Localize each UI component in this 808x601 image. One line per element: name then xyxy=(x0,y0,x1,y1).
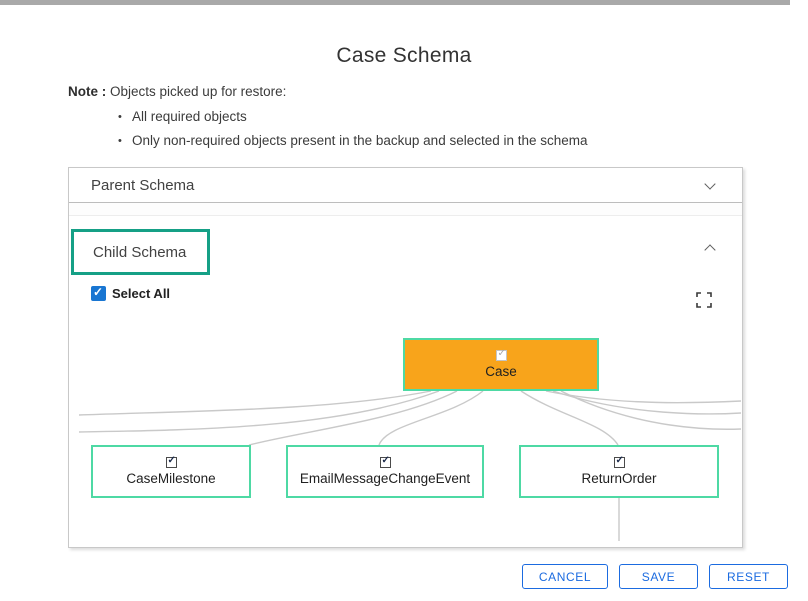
diagram-node-returnorder[interactable]: ReturnOrder xyxy=(519,445,719,498)
accordion-parent-schema[interactable]: Parent Schema xyxy=(69,168,742,203)
chevron-down-icon[interactable] xyxy=(704,178,716,190)
case-node-label: Case xyxy=(485,364,517,379)
save-button[interactable]: SAVE xyxy=(619,564,698,589)
note-bullet-2: Only non-required objects present in the… xyxy=(118,133,728,150)
page-title: Case Schema xyxy=(336,44,472,67)
cancel-button[interactable]: CANCEL xyxy=(522,564,608,589)
casemilestone-checkbox[interactable] xyxy=(165,455,177,468)
select-all-checkbox[interactable] xyxy=(91,285,106,301)
child-schema-label: Child Schema xyxy=(93,243,187,261)
diagram-connector-lines xyxy=(78,390,742,541)
note-label: Note : xyxy=(68,84,107,99)
returnorder-node-label: ReturnOrder xyxy=(581,471,657,486)
footer-actions: CANCEL SAVE RESET xyxy=(522,564,788,589)
emailmessagechangeevent-checkbox[interactable] xyxy=(379,455,391,468)
casemilestone-node-label: CaseMilestone xyxy=(126,471,216,486)
diagram-node-emailmessagechangeevent[interactable]: EmailMessageChangeEvent xyxy=(286,445,484,498)
child-schema-highlight-box: Child Schema xyxy=(71,229,210,275)
note-text: Objects picked up for restore: xyxy=(110,84,287,99)
fullscreen-icon[interactable] xyxy=(696,292,712,308)
schema-accordion-panel: Parent Schema Child Schema Select All xyxy=(68,167,743,548)
select-all-row[interactable]: Select All xyxy=(91,285,171,301)
reset-button[interactable]: RESET xyxy=(709,564,788,589)
parent-schema-label: Parent Schema xyxy=(91,176,195,194)
note-section: Note : Objects picked up for restore: Al… xyxy=(68,84,728,157)
diagram-node-casemilestone[interactable]: CaseMilestone xyxy=(91,445,251,498)
chevron-up-icon[interactable] xyxy=(704,244,716,256)
schema-diagram[interactable]: Case CaseMilestone EmailMessageChangeEve… xyxy=(69,311,742,547)
note-line: Note : Objects picked up for restore: xyxy=(68,84,728,99)
emailmessagechangeevent-node-label: EmailMessageChangeEvent xyxy=(299,471,471,486)
window-top-bar xyxy=(0,0,790,5)
accordion-divider xyxy=(69,203,742,216)
returnorder-checkbox[interactable] xyxy=(613,455,625,468)
select-all-label: Select All xyxy=(112,286,171,301)
case-checkbox[interactable] xyxy=(495,348,507,361)
diagram-node-case[interactable]: Case xyxy=(403,338,599,391)
accordion-child-schema[interactable]: Child Schema xyxy=(69,216,742,278)
note-bullet-list: All required objects Only non-required o… xyxy=(68,109,728,150)
note-bullet-1: All required objects xyxy=(118,109,728,126)
